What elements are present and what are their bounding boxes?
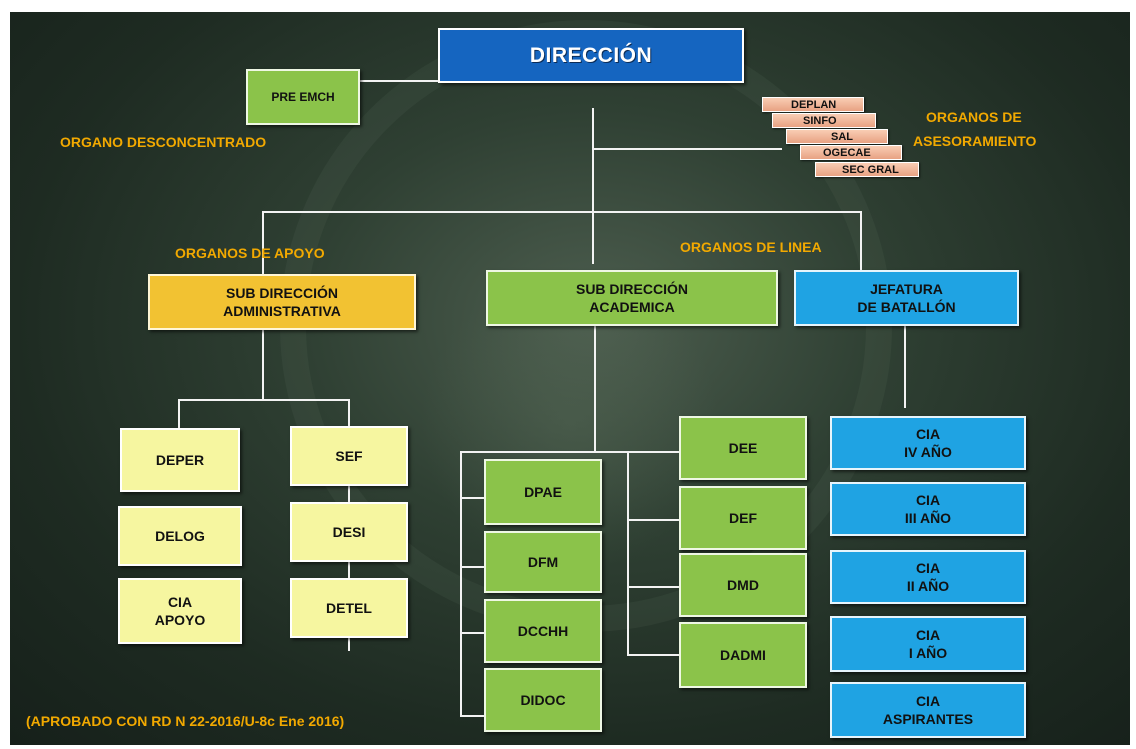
- cia-apoyo-box[interactable]: CIA APOYO: [118, 578, 242, 644]
- connector-line: [460, 715, 484, 717]
- advisory-sinfo[interactable]: SINFO: [772, 113, 876, 128]
- connector-line: [860, 211, 862, 271]
- cia-iii-ano-box[interactable]: CIA III AÑO: [830, 482, 1026, 536]
- dcchh-box[interactable]: DCCHH: [484, 599, 602, 663]
- connector-line: [178, 399, 350, 401]
- connector-line: [460, 451, 462, 717]
- pre-emch-label: PRE EMCH: [271, 90, 335, 104]
- approval-footer: (APROBADO CON RD N 22-2016/U-8c Ene 2016…: [26, 713, 345, 729]
- cia-i-ano-box[interactable]: CIA I AÑO: [830, 616, 1026, 672]
- advisory-deplan[interactable]: DEPLAN: [762, 97, 864, 112]
- org-chart-canvas: DIRECCIÓN PRE EMCH ORGANO DESCONCENTRADO…: [10, 12, 1130, 745]
- connector-line: [460, 566, 484, 568]
- dmd-box[interactable]: DMD: [679, 553, 807, 617]
- direccion-label: DIRECCIÓN: [529, 43, 653, 67]
- organos-asesoramiento-label-2: ASESORAMIENTO: [913, 133, 1037, 149]
- connector-line: [627, 586, 679, 588]
- connector-line: [460, 632, 484, 634]
- direccion-box[interactable]: DIRECCIÓN: [438, 28, 744, 83]
- deper-box[interactable]: DEPER: [120, 428, 240, 492]
- detel-box[interactable]: DETEL: [290, 578, 408, 638]
- def-box[interactable]: DEF: [679, 486, 807, 550]
- organo-desconcentrado-label: ORGANO DESCONCENTRADO: [60, 134, 267, 150]
- cia-iv-ano-box[interactable]: CIA IV AÑO: [830, 416, 1026, 470]
- connector-line: [627, 451, 629, 656]
- advisory-sec-gral[interactable]: SEC GRAL: [815, 162, 919, 177]
- connector-line: [627, 519, 679, 521]
- connector-line: [262, 211, 264, 275]
- desi-box[interactable]: DESI: [290, 502, 408, 562]
- connector-line: [178, 399, 180, 429]
- connector-line: [904, 324, 906, 408]
- dfm-box[interactable]: DFM: [484, 531, 602, 593]
- pre-emch-box[interactable]: PRE EMCH: [246, 69, 360, 125]
- organos-linea-label: ORGANOS DE LINEA: [680, 239, 822, 255]
- sub-direccion-administrativa-box[interactable]: SUB DIRECCIÓN ADMINISTRATIVA: [148, 274, 416, 330]
- connector-line: [460, 451, 680, 453]
- connector-line: [594, 324, 596, 452]
- dpae-box[interactable]: DPAE: [484, 459, 602, 525]
- connector-line: [592, 148, 782, 150]
- connector-line: [358, 80, 438, 82]
- sub-direccion-academica-box[interactable]: SUB DIRECCIÓN ACADEMICA: [486, 270, 778, 326]
- jefatura-batallon-box[interactable]: JEFATURA DE BATALLÓN: [794, 270, 1019, 326]
- organos-apoyo-label: ORGANOS DE APOYO: [175, 245, 325, 261]
- dee-box[interactable]: DEE: [679, 416, 807, 480]
- advisory-sal[interactable]: SAL: [786, 129, 888, 144]
- cia-ii-ano-box[interactable]: CIA II AÑO: [830, 550, 1026, 604]
- organos-asesoramiento-label-1: ORGANOS DE: [926, 109, 1022, 125]
- cia-aspirantes-box[interactable]: CIA ASPIRANTES: [830, 682, 1026, 738]
- connector-line: [627, 654, 679, 656]
- connector-line: [262, 211, 862, 213]
- sef-box[interactable]: SEF: [290, 426, 408, 486]
- advisory-ogecae[interactable]: OGECAE: [800, 145, 902, 160]
- dadmi-box[interactable]: DADMI: [679, 622, 807, 688]
- didoc-box[interactable]: DIDOC: [484, 668, 602, 732]
- connector-line: [262, 330, 264, 400]
- delog-box[interactable]: DELOG: [118, 506, 242, 566]
- connector-line: [460, 497, 484, 499]
- connector-line: [592, 108, 594, 264]
